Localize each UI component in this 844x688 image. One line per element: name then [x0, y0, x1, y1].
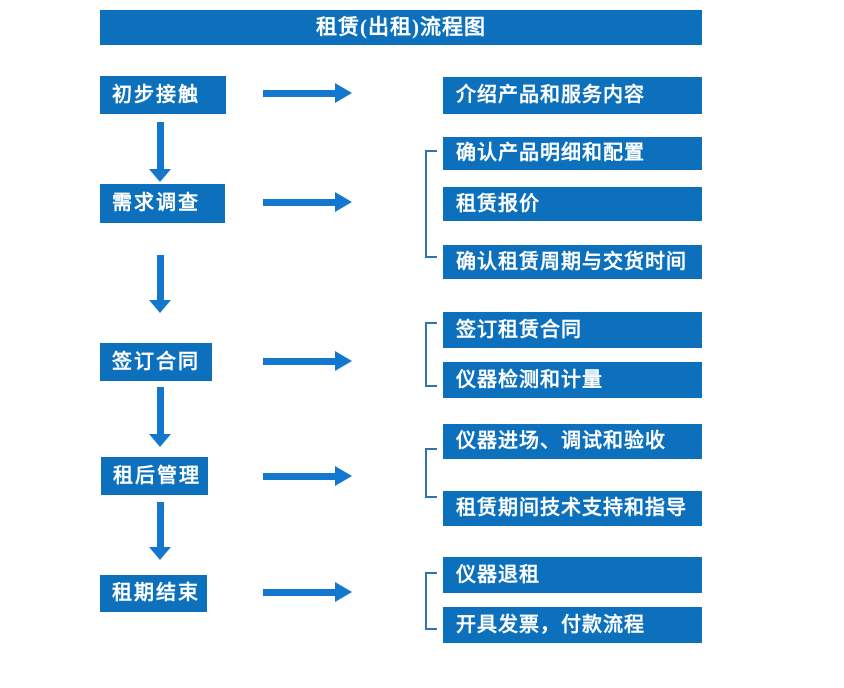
step-label: 初步接触 [112, 84, 200, 106]
arrow-right-icon [263, 350, 352, 372]
step-label: 租期结束 [112, 582, 200, 604]
step-label: 租后管理 [113, 465, 201, 487]
arrow-down-icon [149, 387, 171, 447]
arrow-stem [156, 502, 164, 547]
step-label: 需求调查 [112, 192, 200, 214]
arrow-head [149, 300, 171, 313]
step-box-sign-contract: 签订合同 [100, 343, 212, 381]
detail-label: 开具发票，付款流程 [456, 614, 645, 636]
detail-box-confirm-product-details: 确认产品明细和配置 [443, 137, 702, 170]
bracket-connector [425, 448, 437, 498]
detail-box-instrument-return: 仪器退租 [443, 557, 702, 593]
arrow-down-icon [149, 255, 171, 313]
arrow-right-icon [263, 581, 352, 603]
arrow-stem [263, 357, 335, 365]
arrow-stem [263, 198, 335, 206]
arrow-right-icon [263, 465, 352, 487]
detail-box-confirm-rental-period-delivery: 确认租赁周期与交货时间 [443, 245, 702, 279]
detail-label: 仪器退租 [456, 564, 540, 586]
arrow-head [149, 547, 171, 560]
detail-label: 租赁报价 [456, 193, 540, 215]
arrow-head [335, 83, 352, 103]
flowchart-title: 租赁(出租)流程图 [100, 10, 702, 45]
arrow-right-icon [263, 82, 352, 104]
arrow-head [335, 192, 352, 212]
arrow-down-icon [149, 122, 171, 182]
detail-label: 确认产品明细和配置 [456, 142, 645, 164]
arrow-stem [263, 89, 335, 97]
arrow-head [149, 434, 171, 447]
detail-box-rental-tech-support: 租赁期间技术支持和指导 [443, 491, 702, 526]
detail-label: 仪器进场、调试和验收 [456, 430, 666, 452]
detail-label: 仪器检测和计量 [456, 369, 603, 391]
arrow-head [335, 351, 352, 371]
bracket-connector [425, 150, 437, 258]
arrow-right-icon [263, 191, 352, 213]
detail-box-invoice-payment-process: 开具发票，付款流程 [443, 607, 702, 643]
step-box-rental-end: 租期结束 [100, 575, 207, 612]
arrow-head [335, 466, 352, 486]
bracket-connector [425, 572, 437, 630]
step-box-post-rental-management: 租后管理 [101, 457, 208, 495]
arrow-stem [156, 122, 164, 169]
step-box-needs-survey: 需求调查 [100, 184, 225, 223]
arrow-stem [263, 472, 335, 480]
step-label: 签订合同 [112, 351, 200, 373]
detail-box-introduce-products-services: 介绍产品和服务内容 [443, 77, 702, 114]
bracket-connector [425, 322, 437, 387]
arrow-stem [156, 387, 164, 434]
arrow-stem [156, 255, 164, 300]
detail-label: 确认租赁周期与交货时间 [456, 251, 687, 273]
detail-box-sign-rental-contract: 签订租赁合同 [443, 312, 702, 348]
detail-label: 签订租赁合同 [456, 319, 582, 341]
arrow-down-icon [149, 502, 171, 560]
step-box-initial-contact: 初步接触 [100, 76, 226, 114]
arrow-head [335, 582, 352, 602]
detail-box-instrument-setup-acceptance: 仪器进场、调试和验收 [443, 424, 702, 459]
arrow-stem [263, 588, 335, 596]
arrow-head [149, 169, 171, 182]
detail-label: 租赁期间技术支持和指导 [456, 497, 687, 519]
flowchart-title-text: 租赁(出租)流程图 [316, 15, 486, 39]
detail-box-rental-quote: 租赁报价 [443, 187, 702, 221]
detail-label: 介绍产品和服务内容 [456, 84, 645, 106]
detail-box-instrument-testing-metering: 仪器检测和计量 [443, 362, 702, 398]
